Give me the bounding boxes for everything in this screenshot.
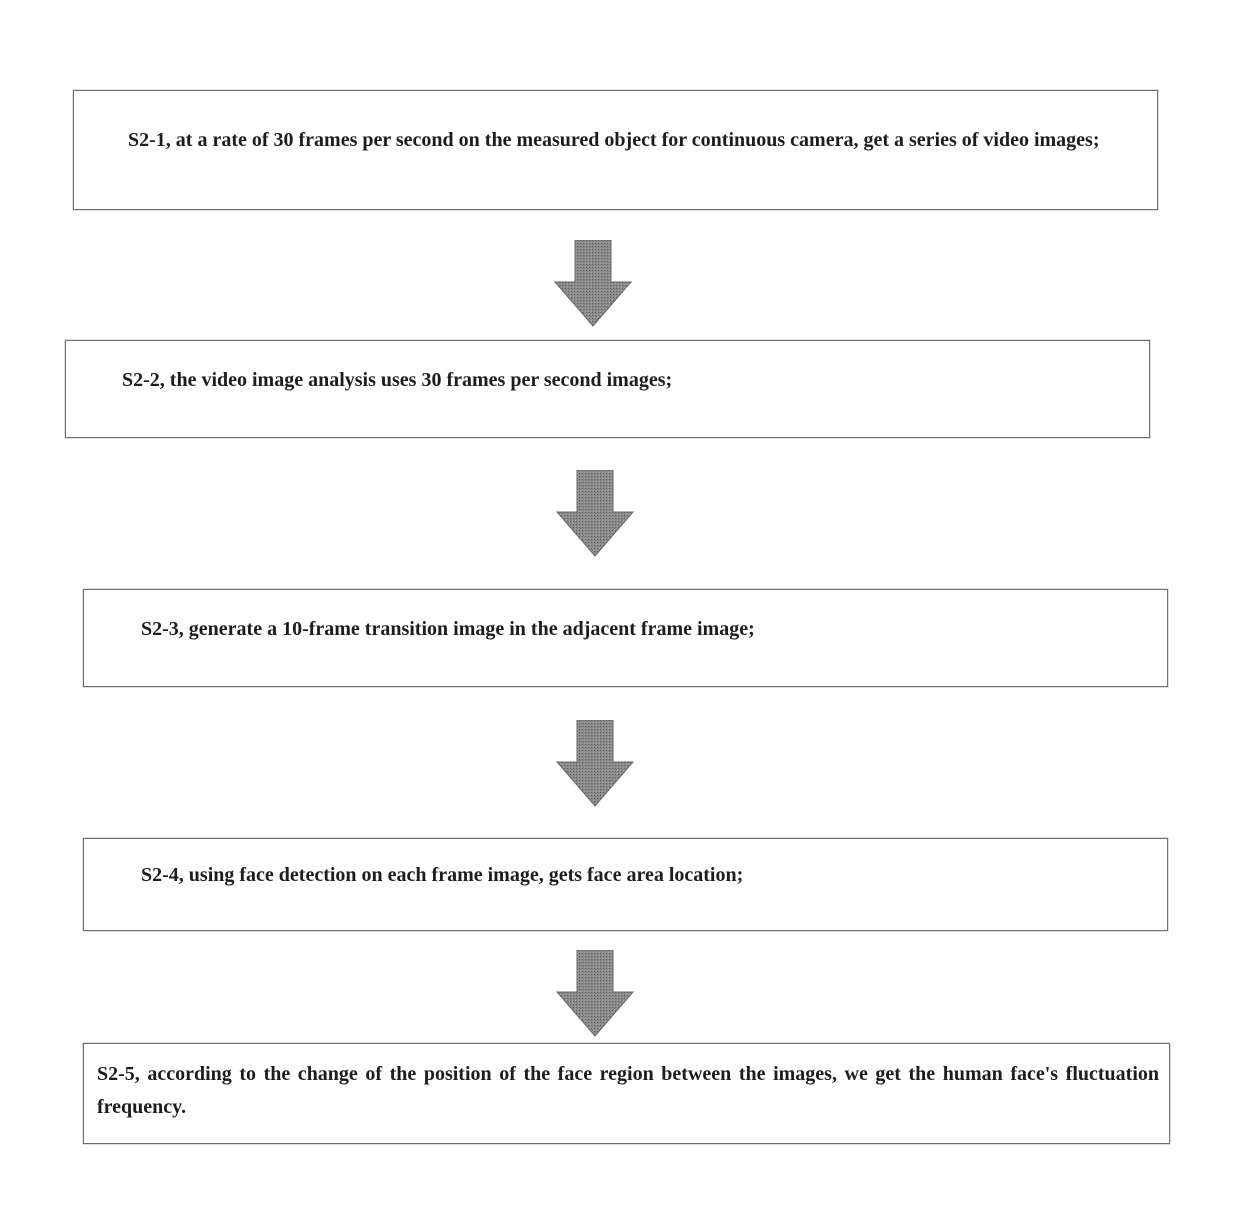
down-arrow-icon — [555, 720, 635, 808]
down-arrow-icon — [553, 240, 633, 328]
step-text-s2-5: S2-5, according to the change of the pos… — [97, 1058, 1159, 1124]
step-text-s2-3: S2-3, generate a 10-frame transition ima… — [141, 618, 755, 641]
step-text-s2-1: S2-1, at a rate of 30 frames per second … — [128, 117, 1148, 163]
down-arrow-icon — [555, 950, 635, 1038]
down-arrow-icon — [555, 470, 635, 558]
step-text-s2-2: S2-2, the video image analysis uses 30 f… — [122, 369, 672, 392]
step-text-s2-4: S2-4, using face detection on each frame… — [141, 864, 743, 887]
